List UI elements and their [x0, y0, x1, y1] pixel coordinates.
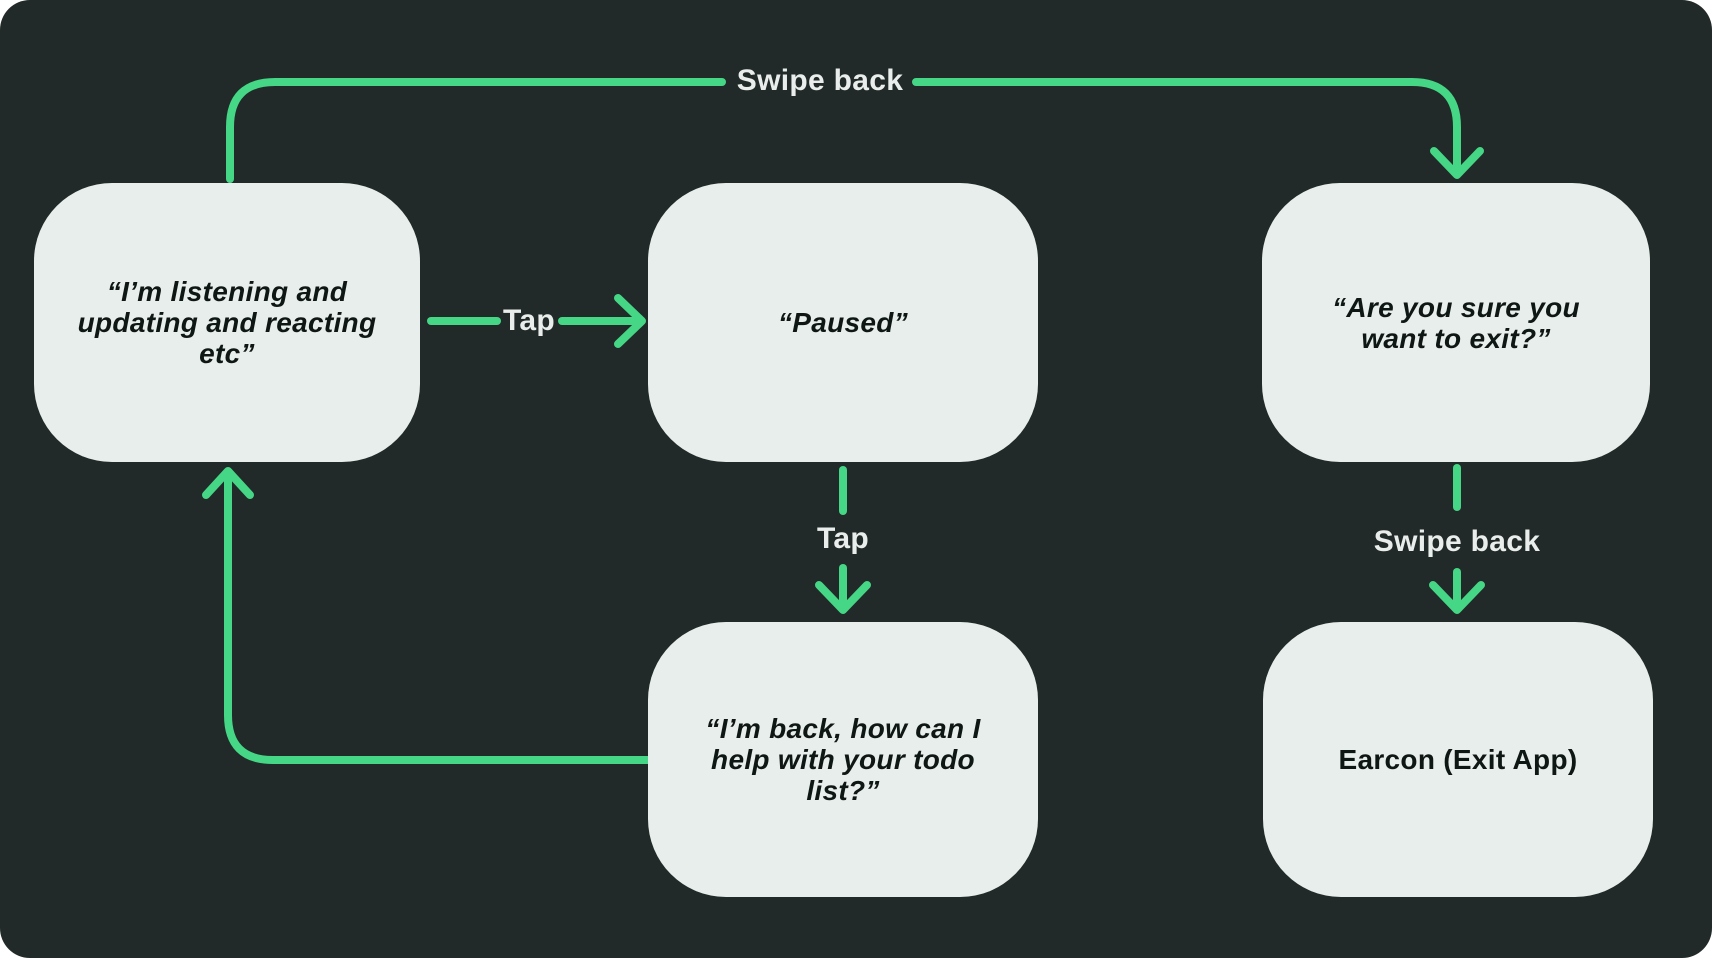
arrowhead-up-listening [202, 467, 254, 499]
node-earcon: Earcon (Exit App) [1263, 622, 1653, 897]
node-exit-confirm-text: “Are you sure you want to exit?” [1332, 291, 1580, 354]
label-swipe-back-down: Swipe back [1373, 525, 1541, 558]
arrow-swipe-back-top-right-segment [912, 78, 1461, 172]
arrow-swipe-back-top-left-segment [226, 78, 726, 183]
arrowhead-down-earcon [1429, 581, 1485, 614]
node-exit-confirm: “Are you sure you want to exit?” [1262, 183, 1650, 462]
label-tap-down: Tap [816, 522, 870, 555]
node-paused-text: “Paused” [778, 307, 908, 338]
label-swipe-back-top: Swipe back [736, 64, 904, 97]
label-tap-right: Tap [502, 304, 556, 337]
node-earcon-text: Earcon (Exit App) [1338, 744, 1578, 775]
node-paused: “Paused” [648, 183, 1038, 462]
node-listening: “I’m listening and updating and reacting… [34, 183, 420, 462]
arrowhead-down-exit-confirm [1430, 147, 1484, 179]
node-back: “I’m back, how can I help with your todo… [648, 622, 1038, 897]
arrow-return-loop [224, 472, 654, 764]
node-listening-text: “I’m listening and updating and reacting… [77, 276, 377, 369]
node-back-text: “I’m back, how can I help with your todo… [705, 713, 981, 806]
arrowhead-right-paused [614, 294, 646, 348]
arrowhead-down-back [815, 581, 871, 614]
